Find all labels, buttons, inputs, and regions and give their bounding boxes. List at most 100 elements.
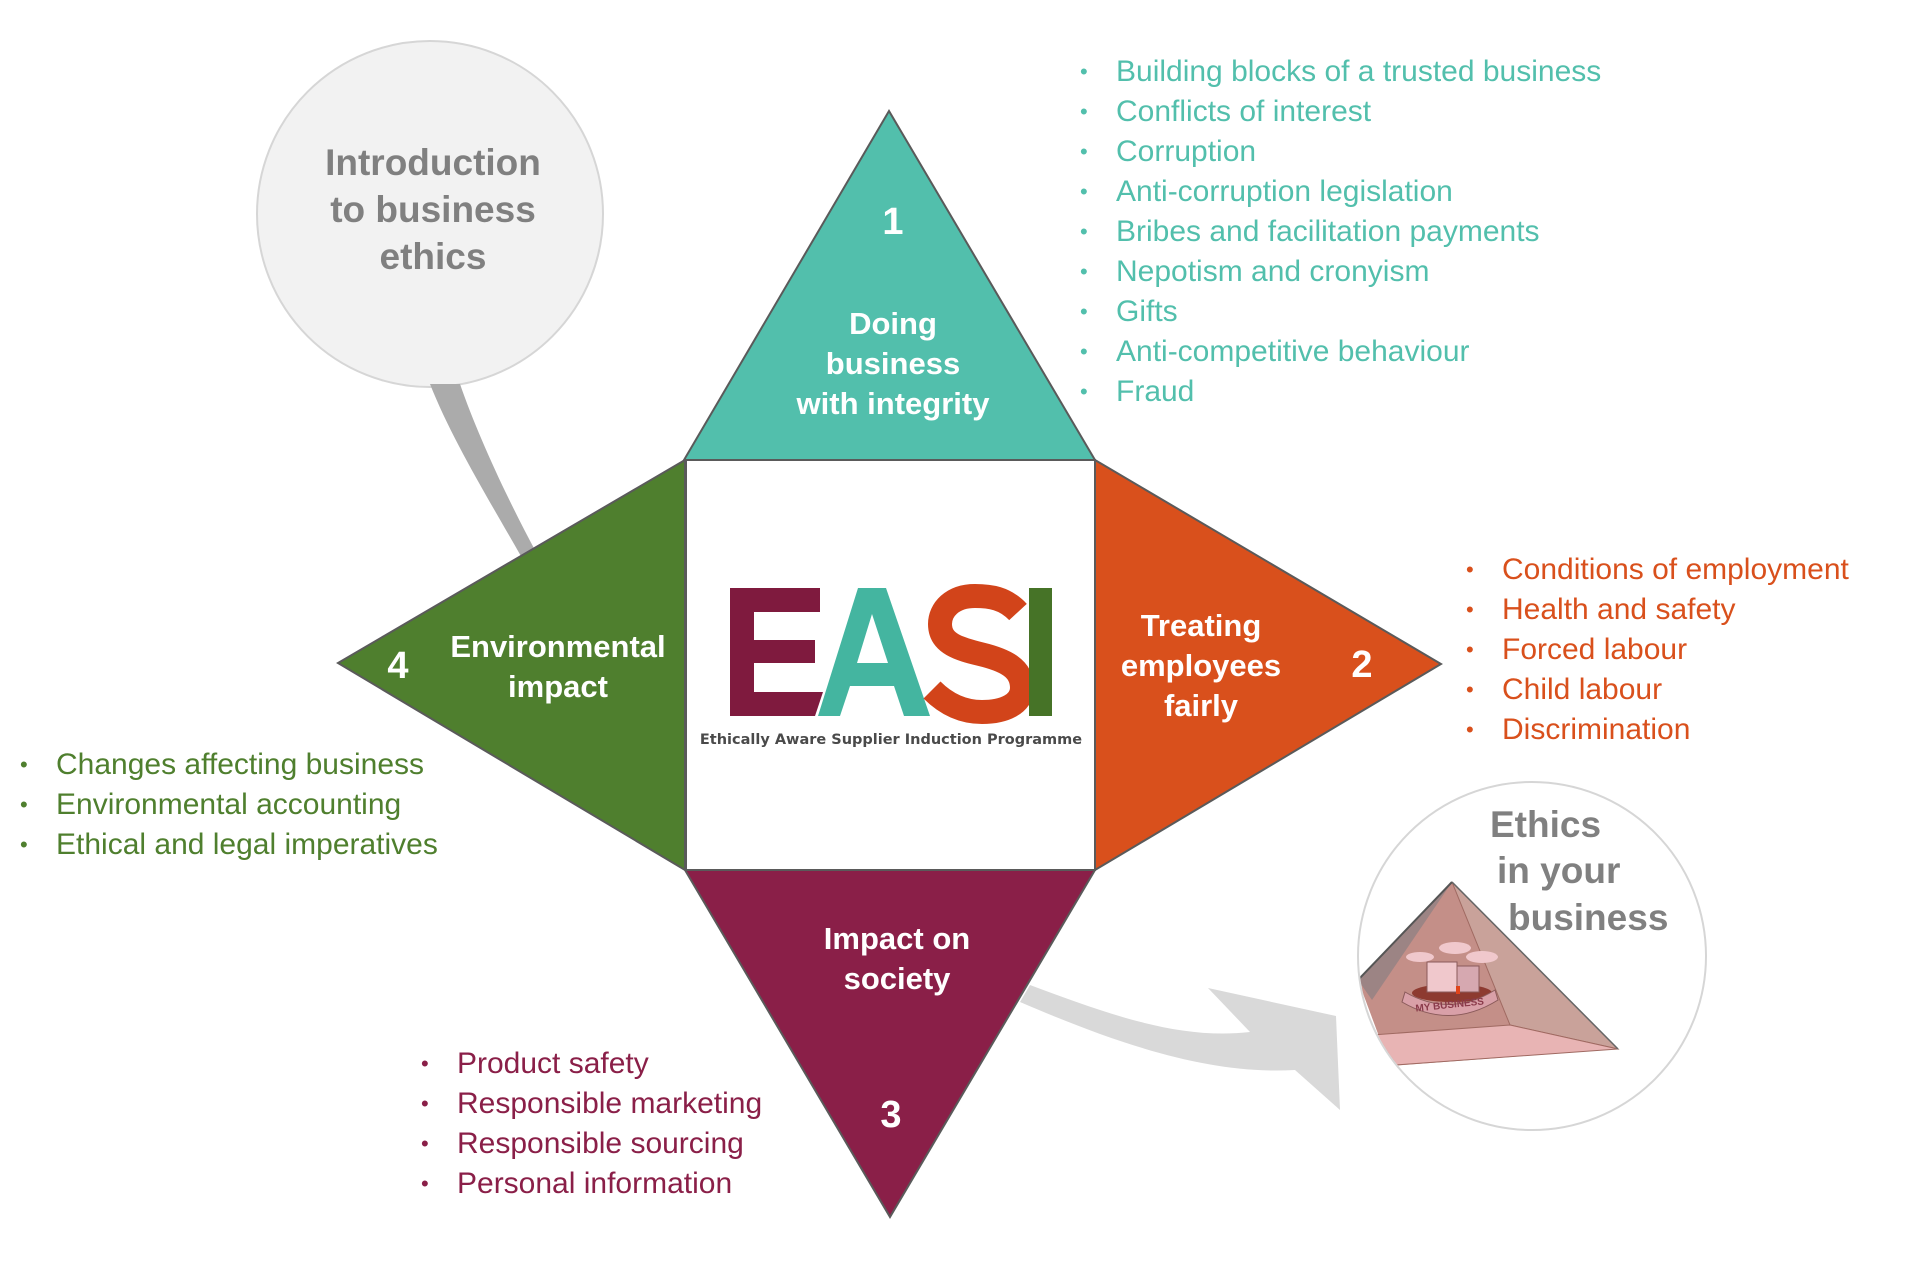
- section-2-triangle[interactable]: Treating employees fairly 2: [1094, 458, 1443, 872]
- bullet-icon: •: [1080, 59, 1088, 84]
- logo-subtitle: Ethically Aware Supplier Induction Progr…: [700, 732, 1082, 748]
- topic-item[interactable]: • Anti-competitive behaviour: [1080, 332, 1601, 372]
- bullet-icon: •: [421, 1131, 429, 1156]
- topic-label: Changes affecting business: [56, 748, 425, 781]
- bullet-icon: •: [1466, 717, 1474, 742]
- topic-item[interactable]: • Environmental accounting: [20, 785, 438, 825]
- topic-label: Fraud: [1116, 375, 1195, 408]
- section-1-title-line-1: Doing: [849, 306, 937, 341]
- topic-item[interactable]: • Building blocks of a trusted business: [1080, 52, 1601, 92]
- topic-label: Corruption: [1116, 135, 1257, 168]
- topic-label: Anti-corruption legislation: [1116, 175, 1453, 208]
- topic-label: Environmental accounting: [56, 788, 402, 821]
- section-3-triangle[interactable]: Impact on society 3: [683, 869, 1097, 1219]
- section-4-title-line-1: Environmental: [450, 629, 665, 664]
- topic-item[interactable]: • Responsible marketing: [421, 1084, 762, 1124]
- section-1-title-line-2: business: [826, 346, 960, 381]
- section-4-triangle[interactable]: 4 Environmental impact: [336, 458, 686, 872]
- intro-circle[interactable]: Introduction to business ethics: [256, 40, 604, 388]
- section-2-number: 2: [1351, 644, 1372, 686]
- bullet-icon: •: [20, 792, 28, 817]
- topic-label: Personal information: [457, 1167, 733, 1200]
- topic-item[interactable]: • Product safety: [421, 1044, 762, 1084]
- logo-letter-e: [730, 588, 823, 716]
- topic-label: Responsible marketing: [457, 1087, 763, 1120]
- bullet-icon: •: [1466, 557, 1474, 582]
- topic-item[interactable]: • Health and safety: [1466, 590, 1849, 630]
- topic-label: Child labour: [1502, 673, 1663, 706]
- intro-connector: [430, 384, 536, 558]
- topic-label: Forced labour: [1502, 633, 1688, 666]
- easi-logo: Ethically Aware Supplier Induction Progr…: [700, 583, 1082, 748]
- my-business-banner: [1401, 989, 1499, 1016]
- pyramid-shadow-face: [1359, 882, 1452, 1000]
- ethics-title-line-3: business: [1508, 897, 1668, 938]
- topic-item[interactable]: • Forced labour: [1466, 630, 1849, 670]
- topic-item[interactable]: • Conditions of employment: [1466, 550, 1849, 590]
- topic-label: Health and safety: [1502, 593, 1736, 626]
- intro-title-line-2: to business: [330, 189, 536, 230]
- topic-item[interactable]: • Corruption: [1080, 132, 1601, 172]
- ethics-title-line-2: in your: [1497, 850, 1620, 891]
- topic-item[interactable]: •Child labour: [1466, 670, 1849, 710]
- section-2-topic-list: • Conditions of employment • Health and sa…: [1466, 550, 1849, 750]
- section-3-topic-list: • Product safety • Responsible marketing •…: [421, 1044, 762, 1204]
- intro-title-line-1: Introduction: [325, 142, 541, 183]
- topic-label: Responsible sourcing: [457, 1127, 744, 1160]
- topic-item[interactable]: •Bribes and facilitation payments: [1080, 212, 1601, 252]
- logo-letter-a: [818, 588, 930, 716]
- bullet-icon: •: [1466, 597, 1474, 622]
- topic-item[interactable]: • Discrimination: [1466, 710, 1849, 750]
- bullet-icon: •: [1080, 299, 1088, 324]
- building-side: [1456, 965, 1480, 993]
- section-1-topic-list: • Building blocks of a trusted business •…: [1080, 52, 1601, 412]
- topic-label: Gifts: [1116, 295, 1178, 328]
- bullet-icon: •: [1080, 139, 1088, 164]
- topic-label: Nepotism and cronyism: [1116, 255, 1430, 288]
- topic-item[interactable]: • Ethical and legal imperatives: [20, 825, 438, 865]
- topic-item[interactable]: • Nepotism and cronyism: [1080, 252, 1601, 292]
- bullet-icon: •: [1466, 637, 1474, 662]
- section-3-title-line-2: society: [844, 961, 952, 996]
- intro-title-line-3: ethics: [380, 236, 487, 277]
- topic-label: Conditions of employment: [1502, 553, 1849, 586]
- ethics-circle[interactable]: MY BUSINESS Ethics in your business: [1357, 781, 1707, 1131]
- section-4-number: 4: [387, 645, 408, 687]
- easi-logo-panel: Ethically Aware Supplier Induction Progr…: [685, 459, 1096, 871]
- topic-label: Conflicts of interest: [1116, 95, 1372, 128]
- bullet-icon: •: [1080, 339, 1088, 364]
- pyramid-illustration: MY BUSINESS: [1359, 881, 1620, 1066]
- topic-label: Product safety: [457, 1047, 649, 1080]
- topic-item[interactable]: • Responsible sourcing: [421, 1124, 762, 1164]
- topic-label: Discrimination: [1502, 713, 1691, 746]
- topic-item[interactable]: • Fraud: [1080, 372, 1601, 412]
- topic-item[interactable]: • Gifts: [1080, 292, 1601, 332]
- bullet-icon: •: [421, 1051, 429, 1076]
- bullet-icon: •: [20, 832, 28, 857]
- topic-label: Ethical and legal imperatives: [56, 828, 438, 861]
- section-1-number: 1: [882, 201, 903, 243]
- topic-item[interactable]: • Personal information: [421, 1164, 762, 1204]
- bullet-icon: •: [421, 1171, 429, 1196]
- bullet-icon: •: [421, 1091, 429, 1116]
- topic-item[interactable]: • Anti-corruption legislation: [1080, 172, 1601, 212]
- section-1-triangle[interactable]: 1 Doing business with integrity: [682, 109, 1097, 461]
- section-3-title-line-1: Impact on: [824, 921, 970, 956]
- section-3-number: 3: [880, 1094, 901, 1136]
- bullet-icon: •: [1080, 179, 1088, 204]
- topic-label: Building blocks of a trusted business: [1116, 55, 1602, 88]
- section-2-title-line-2: employees: [1121, 648, 1281, 683]
- ethics-title-line-1: Ethics: [1490, 804, 1601, 845]
- intro-circle-shape: [256, 40, 604, 388]
- arrow-to-ethics-circle: [1020, 985, 1340, 1110]
- building-front: [1426, 961, 1458, 993]
- bullet-icon: •: [1080, 259, 1088, 284]
- logo-letter-s: [923, 583, 1035, 725]
- bullet-icon: •: [1080, 379, 1088, 404]
- section-2-title-line-3: fairly: [1164, 688, 1239, 723]
- topic-item[interactable]: • Conflicts of interest: [1080, 92, 1601, 132]
- bullet-icon: •: [1080, 99, 1088, 124]
- topic-item[interactable]: •Changes affecting business: [20, 745, 438, 785]
- section-2-title-line-1: Treating: [1141, 608, 1262, 643]
- topic-label: Anti-competitive behaviour: [1116, 335, 1470, 368]
